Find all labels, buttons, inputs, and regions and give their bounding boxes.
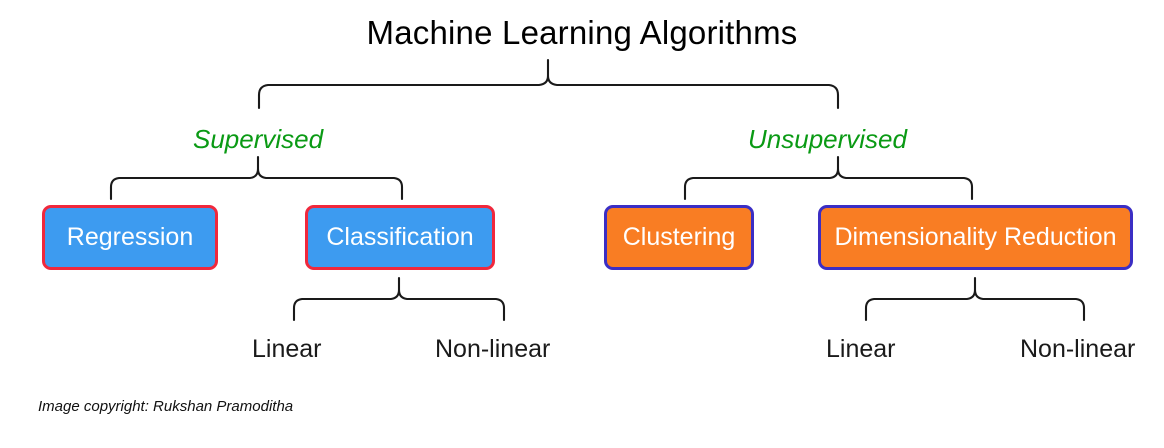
classification-brace [292,288,506,322]
node-regression[interactable]: Regression [42,205,218,270]
leaf-classification-non-linear: Non-linear [435,335,551,363]
root-brace [257,74,840,110]
branch-label-supervised: Supervised [193,124,324,154]
image-credit: Image copyright: Rukshan Pramoditha [38,398,294,415]
branch-label-unsupervised: Unsupervised [748,124,907,154]
leaf-dimred-linear: Linear [826,335,896,363]
supervised-brace [109,167,404,201]
node-classification-label: Classification [326,223,474,251]
node-classification[interactable]: Classification [305,205,495,270]
node-dimensionality-reduction-label: Dimensionality Reduction [834,223,1117,251]
node-clustering[interactable]: Clustering [604,205,754,270]
unsupervised-brace [683,167,974,201]
node-clustering-label: Clustering [622,223,736,251]
page-title: Machine Learning Algorithms [366,14,798,51]
dimred-brace [864,288,1086,322]
node-dimensionality-reduction[interactable]: Dimensionality Reduction [818,205,1133,270]
node-regression-label: Regression [66,223,194,251]
leaf-dimred-non-linear: Non-linear [1020,335,1136,363]
leaf-classification-linear: Linear [252,335,322,363]
